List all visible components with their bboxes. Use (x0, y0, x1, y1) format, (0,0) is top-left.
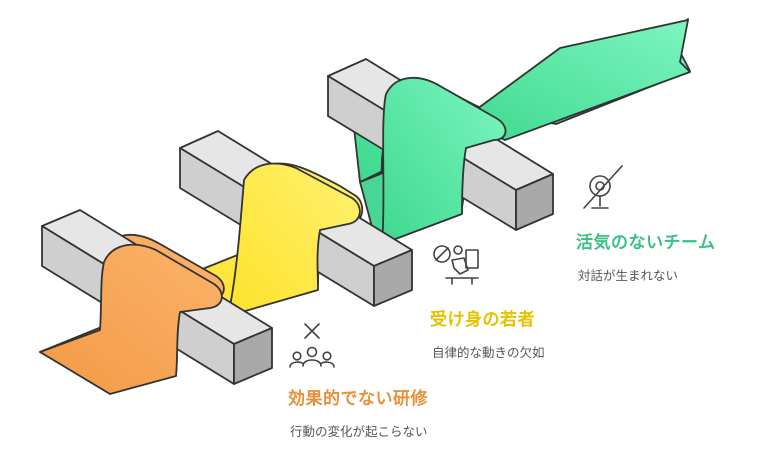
microphone-off-icon (583, 165, 623, 209)
orange-ribbon-fold (39, 243, 223, 395)
yellow-ribbon-fold (227, 162, 361, 317)
green-ribbon-fold (381, 76, 507, 245)
item-2-title: 受け身の若者 (430, 310, 535, 330)
item-1-description: 行動の変化が起こらない (290, 424, 428, 439)
person-at-desk-icon (433, 245, 479, 285)
item-3-title: 活気のないチーム (576, 233, 716, 253)
item-1-title: 効果的でない研修 (288, 389, 428, 409)
people-crossed-icon (289, 323, 335, 368)
item-2-description: 自律的な動きの欠如 (432, 345, 545, 360)
item-3-description: 対話が生まれない (578, 268, 679, 283)
